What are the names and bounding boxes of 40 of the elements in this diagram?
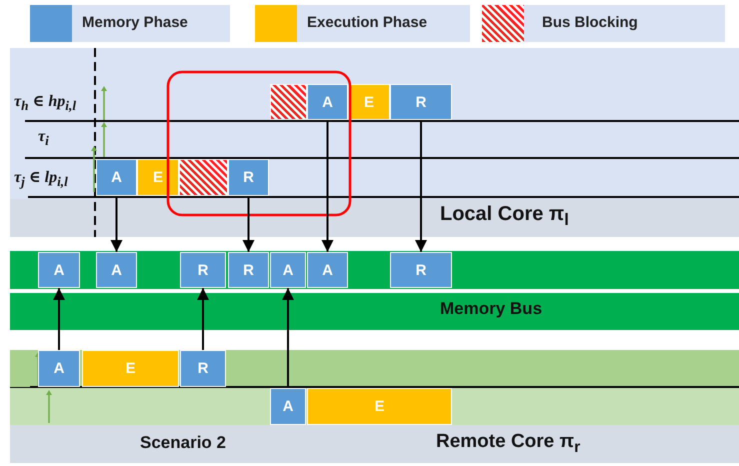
memory-phase-block: R: [390, 252, 452, 288]
memory-phase-block: A: [96, 252, 137, 288]
local-core-panel: [10, 48, 739, 237]
panel-label: Remote Core π$_{r}$: [436, 431, 580, 457]
memory-phase-block: A: [270, 388, 306, 425]
memory-phase-block: R: [180, 350, 226, 387]
legend-text: Memory Phase: [82, 14, 188, 31]
memory-phase-block: A: [307, 252, 348, 288]
arrow: [415, 120, 427, 252]
memory-phase-block: A: [307, 84, 348, 120]
arrow: [322, 120, 334, 252]
panel-label: Memory Bus: [440, 299, 542, 319]
panel-label: Local Core π$_{l}$: [440, 203, 569, 230]
memory-phase-block: R: [228, 159, 269, 196]
arrow: [110, 196, 122, 252]
legend-text: Bus Blocking: [542, 14, 638, 31]
execution-phase-block: E: [137, 159, 179, 196]
task-row-label: τ$_{h}$ ∈ hp$_{i,l}$: [14, 92, 76, 114]
arrow: [53, 288, 65, 350]
memory-phase-block: A: [96, 159, 137, 196]
arrow: [242, 196, 254, 252]
task-row-label: τ$_{i}$: [38, 128, 49, 150]
execution-phase-block: E: [307, 388, 452, 425]
memory-phase-block: R: [390, 84, 452, 120]
memory-phase-block: R: [228, 252, 269, 288]
panel-label: Scenario 2: [140, 433, 226, 453]
bus-blocking-block: [270, 84, 307, 120]
execution-phase-block: E: [82, 350, 179, 387]
task-row-label: τ$_{j}$ ∈ lp$_{i,l}$: [14, 168, 68, 190]
legend-text: Execution Phase: [307, 14, 428, 31]
memory-bus-panel: [10, 251, 739, 330]
memory-phase-block: A: [38, 252, 80, 288]
arrow: [282, 288, 294, 388]
execution-phase-block: E: [348, 84, 390, 120]
memory-phase-block: A: [38, 350, 80, 387]
memory-phase-block: R: [180, 252, 226, 288]
memory-phase-block: A: [270, 252, 306, 288]
remote-core-panel: [10, 350, 739, 463]
arrow: [197, 288, 209, 350]
bus-blocking-block: [179, 159, 228, 196]
